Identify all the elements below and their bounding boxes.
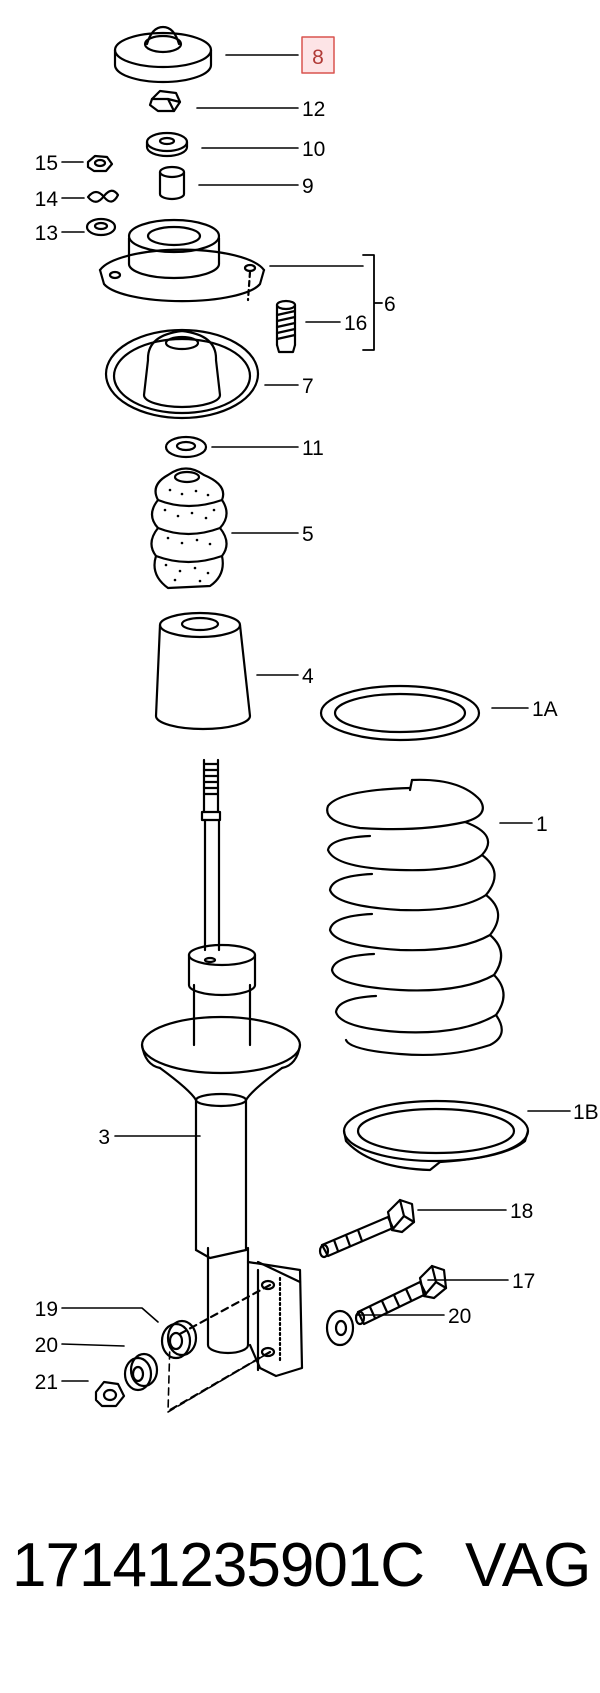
part-1-coil-spring (326, 778, 505, 1057)
part-5-bump-stop (150, 467, 228, 590)
part-13-washer (85, 217, 117, 237)
part-8-top-cap (113, 25, 213, 84)
brand-name: VAG (465, 1531, 592, 1600)
callout-1B[interactable]: 1B (573, 1101, 599, 1124)
callout-7[interactable]: 7 (302, 375, 314, 398)
callout-11[interactable]: 11 (302, 437, 324, 460)
part-11-washer (164, 435, 208, 459)
part-19-bushing (160, 1319, 198, 1360)
callout-14[interactable]: 14 (35, 188, 59, 211)
selected-callout-box[interactable] (301, 36, 335, 74)
callout-3[interactable]: 3 (98, 1126, 110, 1149)
footer: 17141235901C VAG (0, 1530, 600, 1620)
callout-20-right[interactable]: 20 (448, 1305, 471, 1328)
part-1A-spring-seat (319, 684, 481, 742)
callout-12[interactable]: 12 (302, 98, 325, 121)
part-3-shock-absorber (140, 758, 304, 1412)
callout-17[interactable]: 17 (512, 1270, 535, 1293)
callout-15[interactable]: 15 (35, 152, 58, 175)
part-10-washer (145, 131, 189, 158)
callout-20-left[interactable]: 20 (35, 1334, 58, 1357)
callout-18[interactable]: 18 (510, 1200, 533, 1223)
part-20-washer-right (325, 1309, 355, 1347)
part-16-stud (275, 299, 297, 354)
part-17-bolt (354, 1264, 448, 1326)
part-7-bearing (104, 328, 260, 420)
part-21-nut (94, 1380, 126, 1408)
callout-1A[interactable]: 1A (532, 698, 558, 721)
callout-9[interactable]: 9 (302, 175, 314, 198)
part-1B-spring-seat (342, 1099, 530, 1172)
callout-19[interactable]: 19 (35, 1298, 58, 1321)
callout-5[interactable]: 5 (302, 523, 314, 546)
part-4-dust-boot (154, 611, 252, 731)
callout-1[interactable]: 1 (536, 813, 548, 836)
part-20-spacer-left (123, 1352, 159, 1392)
part-6-strut-mount (98, 218, 266, 303)
part-15-small-nut (86, 154, 114, 173)
callout-6[interactable]: 6 (384, 293, 396, 316)
part-number: 17141235901C (12, 1531, 425, 1600)
part-18-bolt (318, 1198, 416, 1259)
leader-lines (61, 54, 571, 1382)
callout-10[interactable]: 10 (302, 138, 325, 161)
part-9-sleeve (158, 165, 186, 201)
callout-8[interactable]: 8 (312, 46, 324, 69)
callout-13[interactable]: 13 (35, 222, 58, 245)
callout-21[interactable]: 21 (35, 1371, 58, 1394)
part-14-clip (86, 189, 120, 203)
callout-16[interactable]: 16 (344, 312, 367, 335)
part-12-nut (148, 89, 182, 113)
callout-4[interactable]: 4 (302, 665, 314, 688)
bracket-6 (362, 254, 383, 351)
